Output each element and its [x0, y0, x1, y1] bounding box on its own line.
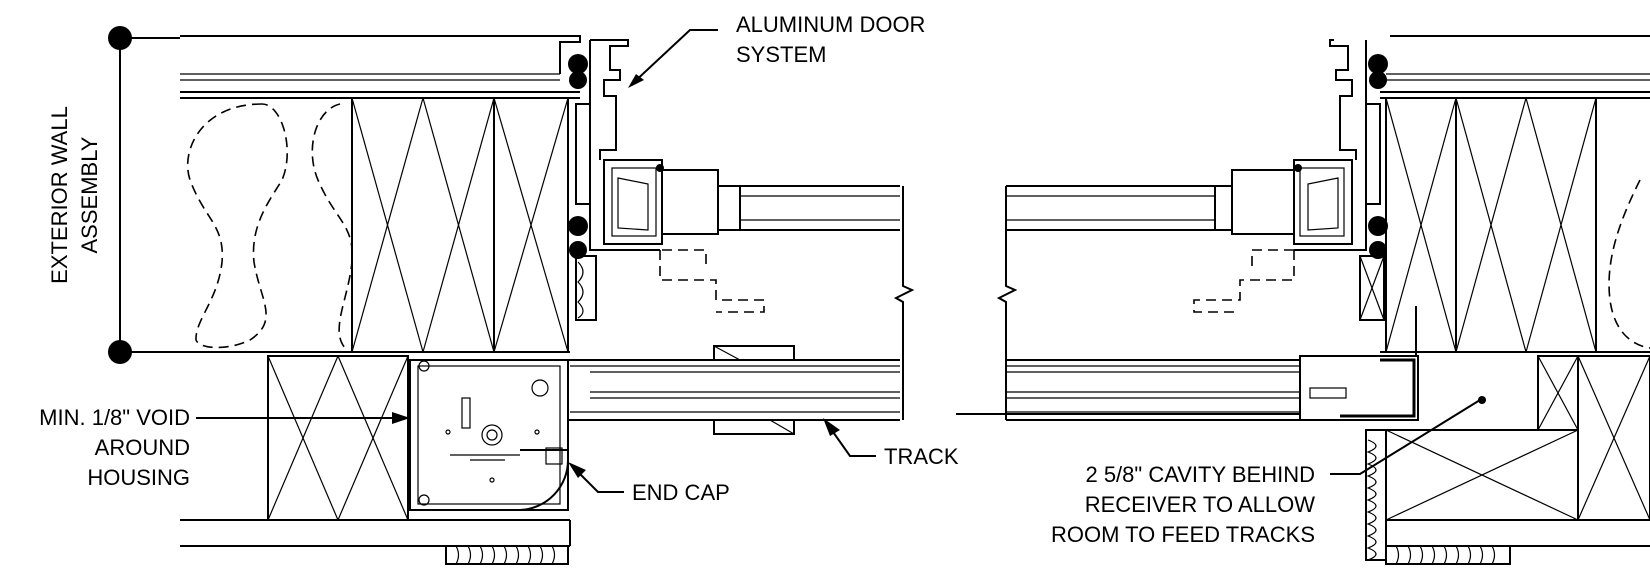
label-track: TRACK	[884, 444, 959, 469]
label-aluminum-line-1: ALUMINUM DOOR	[736, 12, 926, 37]
label-void-line-2: AROUND	[94, 435, 190, 460]
wall-dimension-line	[108, 26, 180, 364]
label-aluminum-door-system: ALUMINUM DOOR SYSTEM	[736, 10, 925, 70]
label-void-line-3: HOUSING	[87, 465, 190, 490]
label-exterior-line-1: EXTERIOR WALL	[47, 106, 72, 284]
label-cavity-line-2: RECEIVER TO ALLOW	[1084, 492, 1315, 517]
label-exterior-line-2: ASSEMBLY	[77, 136, 102, 254]
leader-void	[196, 412, 410, 424]
aluminum-frame-right	[1193, 39, 1388, 321]
label-cavity: 2 5/8" CAVITY BEHIND RECEIVER TO ALLOW R…	[990, 460, 1315, 550]
aluminum-frame-left	[540, 35, 765, 321]
glass-right	[1006, 185, 1232, 231]
leader-aluminum	[628, 29, 718, 88]
leader-track	[823, 418, 876, 457]
upper-studs-left	[180, 97, 570, 353]
left-sheathing	[180, 35, 580, 99]
lower-studs-right	[1385, 306, 1650, 547]
upper-studs-right	[1380, 97, 1650, 353]
break-line-left	[893, 186, 915, 420]
trim-right	[1365, 429, 1387, 561]
label-exterior-wall-assembly: EXTERIOR WALL ASSEMBLY	[45, 95, 105, 295]
break-line-right	[996, 186, 1018, 420]
track-right	[1006, 359, 1300, 421]
batt-insulation	[186, 103, 354, 349]
label-cavity-line-3: ROOM TO FEED TRACKS	[1050, 522, 1315, 547]
receiver	[1299, 355, 1419, 421]
label-void-line-1: MIN. 1/8" VOID	[39, 405, 190, 430]
lower-studs-left	[180, 355, 571, 547]
label-min-void: MIN. 1/8" VOID AROUND HOUSING	[0, 403, 190, 493]
baseboard-left	[445, 545, 569, 565]
label-cavity-line-1: 2 5/8" CAVITY BEHIND	[1085, 462, 1315, 487]
leader-cavity	[1330, 396, 1486, 475]
track-left	[568, 345, 900, 435]
label-aluminum-line-2: SYSTEM	[736, 42, 827, 67]
right-sheathing	[1380, 35, 1650, 99]
leader-endcap	[568, 462, 624, 493]
housing-left	[409, 359, 570, 511]
baseboard-right	[1385, 545, 1511, 565]
label-end-cap: END CAP	[632, 480, 730, 505]
glass-left	[718, 185, 900, 231]
